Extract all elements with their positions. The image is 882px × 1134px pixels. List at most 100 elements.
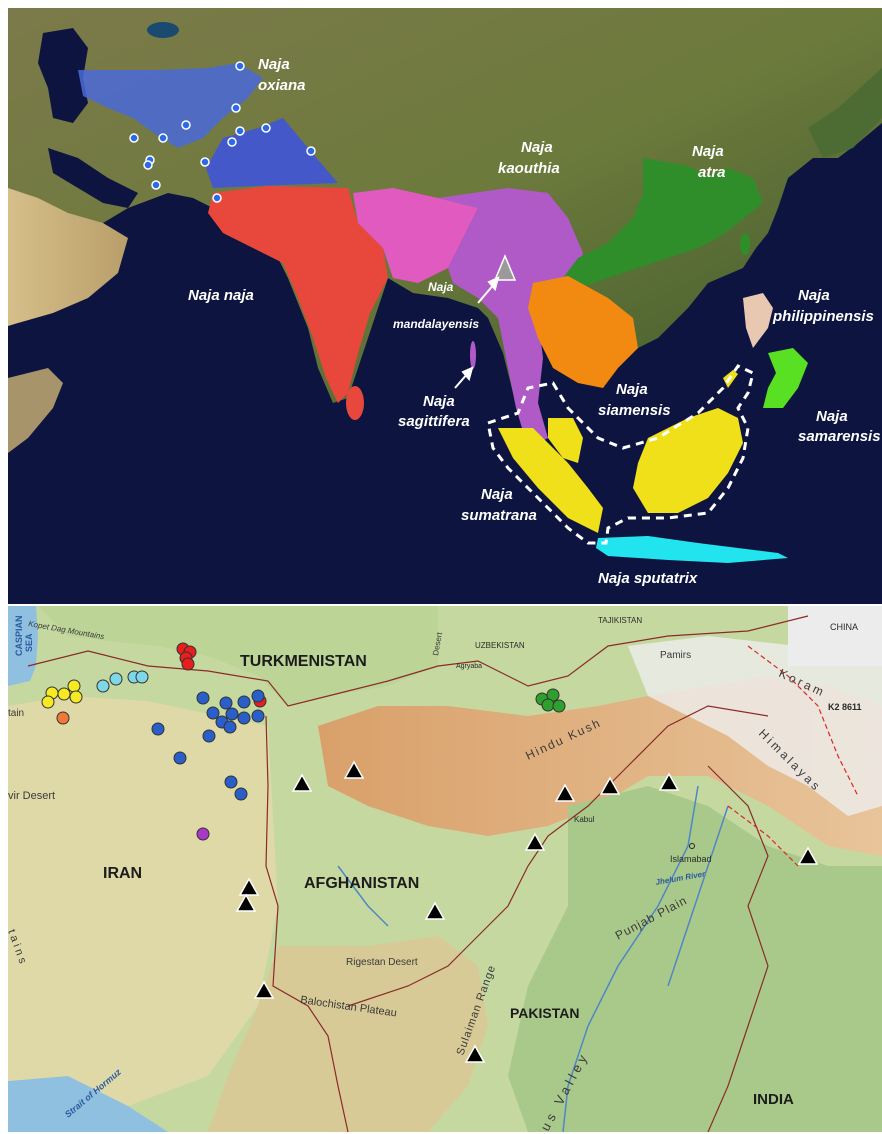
label-iran: IRAN [103, 865, 142, 882]
top-range-map: Naja oxiana Naja kaouthia Naja atra Naja… [8, 8, 882, 604]
rivers [337, 785, 729, 1132]
record-triangle [554, 783, 576, 802]
record-dot [181, 657, 195, 671]
label-afghanistan: AFGHANISTAN [304, 875, 419, 892]
afghan-pak-border [347, 705, 769, 1007]
label-islamabad: Islamabad [670, 854, 712, 864]
oxiana-dot [151, 180, 161, 190]
bottom-records-map: CASPIAN SEA Kopet Dag Mountains TURKMENI… [8, 606, 882, 1132]
disputed-border-east [727, 805, 799, 867]
label-india: INDIA [753, 1091, 794, 1108]
record-dot [541, 698, 555, 712]
record-dot [67, 679, 81, 693]
record-dot [237, 695, 251, 709]
record-dot [219, 696, 233, 710]
label-k2: K2 8611 [828, 702, 862, 712]
range-sumatrana-sumatra [498, 428, 603, 533]
record-dot [41, 695, 55, 709]
china-region [788, 606, 882, 666]
record-dot [234, 787, 248, 801]
range-philippinensis [743, 293, 773, 348]
oxiana-dot [231, 103, 241, 113]
record-dot [57, 687, 71, 701]
record-dot [151, 722, 165, 736]
iran-plateau [8, 696, 278, 1106]
record-dot [225, 707, 239, 721]
northern-border [27, 615, 809, 707]
label-mtn-left: tain [8, 708, 24, 719]
yellow-records [41, 679, 83, 709]
record-triangle [464, 1044, 486, 1063]
sagittifera-arrowhead [461, 366, 474, 382]
label-philippinensis-1: Naja [798, 287, 830, 304]
label-naja-naja: Naja naja [188, 287, 254, 304]
label-sagittifera-2: sagittifera [398, 413, 470, 430]
record-dot [251, 689, 265, 703]
borders [27, 615, 809, 1132]
oxiana-dot [227, 137, 237, 147]
range-sumatrana-borneo [633, 408, 743, 513]
label-aqrabad: Agryaba [456, 663, 482, 670]
label-siamensis-1: Naja [616, 381, 648, 398]
label-rigestan: Rigestan Desert [346, 957, 418, 968]
range-sumatrana-malaya [548, 418, 583, 463]
purple-records [196, 827, 210, 841]
range-samarensis [763, 348, 808, 408]
indus-plain [508, 786, 882, 1132]
sundaland-boundary [486, 364, 755, 545]
iran-afghan-border [265, 715, 349, 1132]
oxiana-dot [181, 120, 191, 130]
label-china: CHINA [830, 622, 858, 632]
label-sumatrana-2: sumatrana [461, 507, 537, 524]
green-records [535, 688, 566, 713]
japan-landmass [808, 68, 882, 158]
blue-records [151, 689, 265, 801]
record-dot [251, 709, 265, 723]
range-atra [563, 158, 763, 288]
record-triangle [343, 760, 365, 779]
oxiana-dot [235, 126, 245, 136]
oxiana-dot [200, 157, 210, 167]
oxiana-dot [143, 160, 153, 170]
record-triangle [291, 773, 313, 792]
aral-sea [147, 22, 179, 38]
oxiana-dot [158, 133, 168, 143]
range-sputatrix [596, 536, 788, 563]
oxiana-dot [306, 146, 316, 156]
label-pamirs: Pamirs [660, 650, 691, 661]
range-naja [208, 186, 388, 403]
label-kabul: Kabul [574, 815, 595, 824]
balochistan-plateau [208, 936, 488, 1132]
label-sumatrana-1: Naja [481, 486, 513, 503]
bottom-map-svg: CASPIAN SEA Kopet Dag Mountains TURKMENI… [8, 606, 882, 1132]
record-dot [69, 690, 83, 704]
record-triangle [235, 893, 257, 912]
himalaya-snow [628, 636, 882, 816]
africa-landmass [8, 368, 63, 453]
oxiana-records [129, 61, 316, 203]
label-uzbekistan: UZBEKISTAN [475, 641, 525, 650]
label-tajikistan: TAJIKISTAN [598, 616, 642, 625]
arabia-landmass [8, 188, 128, 326]
record-dot [237, 711, 251, 725]
label-atra-2: atra [698, 164, 726, 181]
label-caspian-2: SEA [24, 633, 34, 652]
record-triangle [797, 846, 819, 865]
helmand-river [337, 865, 389, 927]
record-triangle [424, 901, 446, 920]
disputed-borders [727, 645, 859, 867]
islamabad-icon [689, 843, 695, 849]
oxiana-dot [261, 123, 271, 133]
record-dot [552, 699, 566, 713]
sri-lanka-range [346, 386, 364, 420]
record-triangle [599, 776, 621, 795]
caspian-sea [8, 606, 38, 686]
range-pink [353, 188, 478, 283]
label-samarensis-2: samarensis [798, 428, 881, 445]
record-dot [202, 729, 216, 743]
turkmen-lowland [38, 606, 438, 706]
label-samarensis-1: Naja [816, 408, 848, 425]
record-dot [223, 720, 237, 734]
indus-river [562, 785, 699, 1132]
range-siamensis [528, 276, 638, 388]
